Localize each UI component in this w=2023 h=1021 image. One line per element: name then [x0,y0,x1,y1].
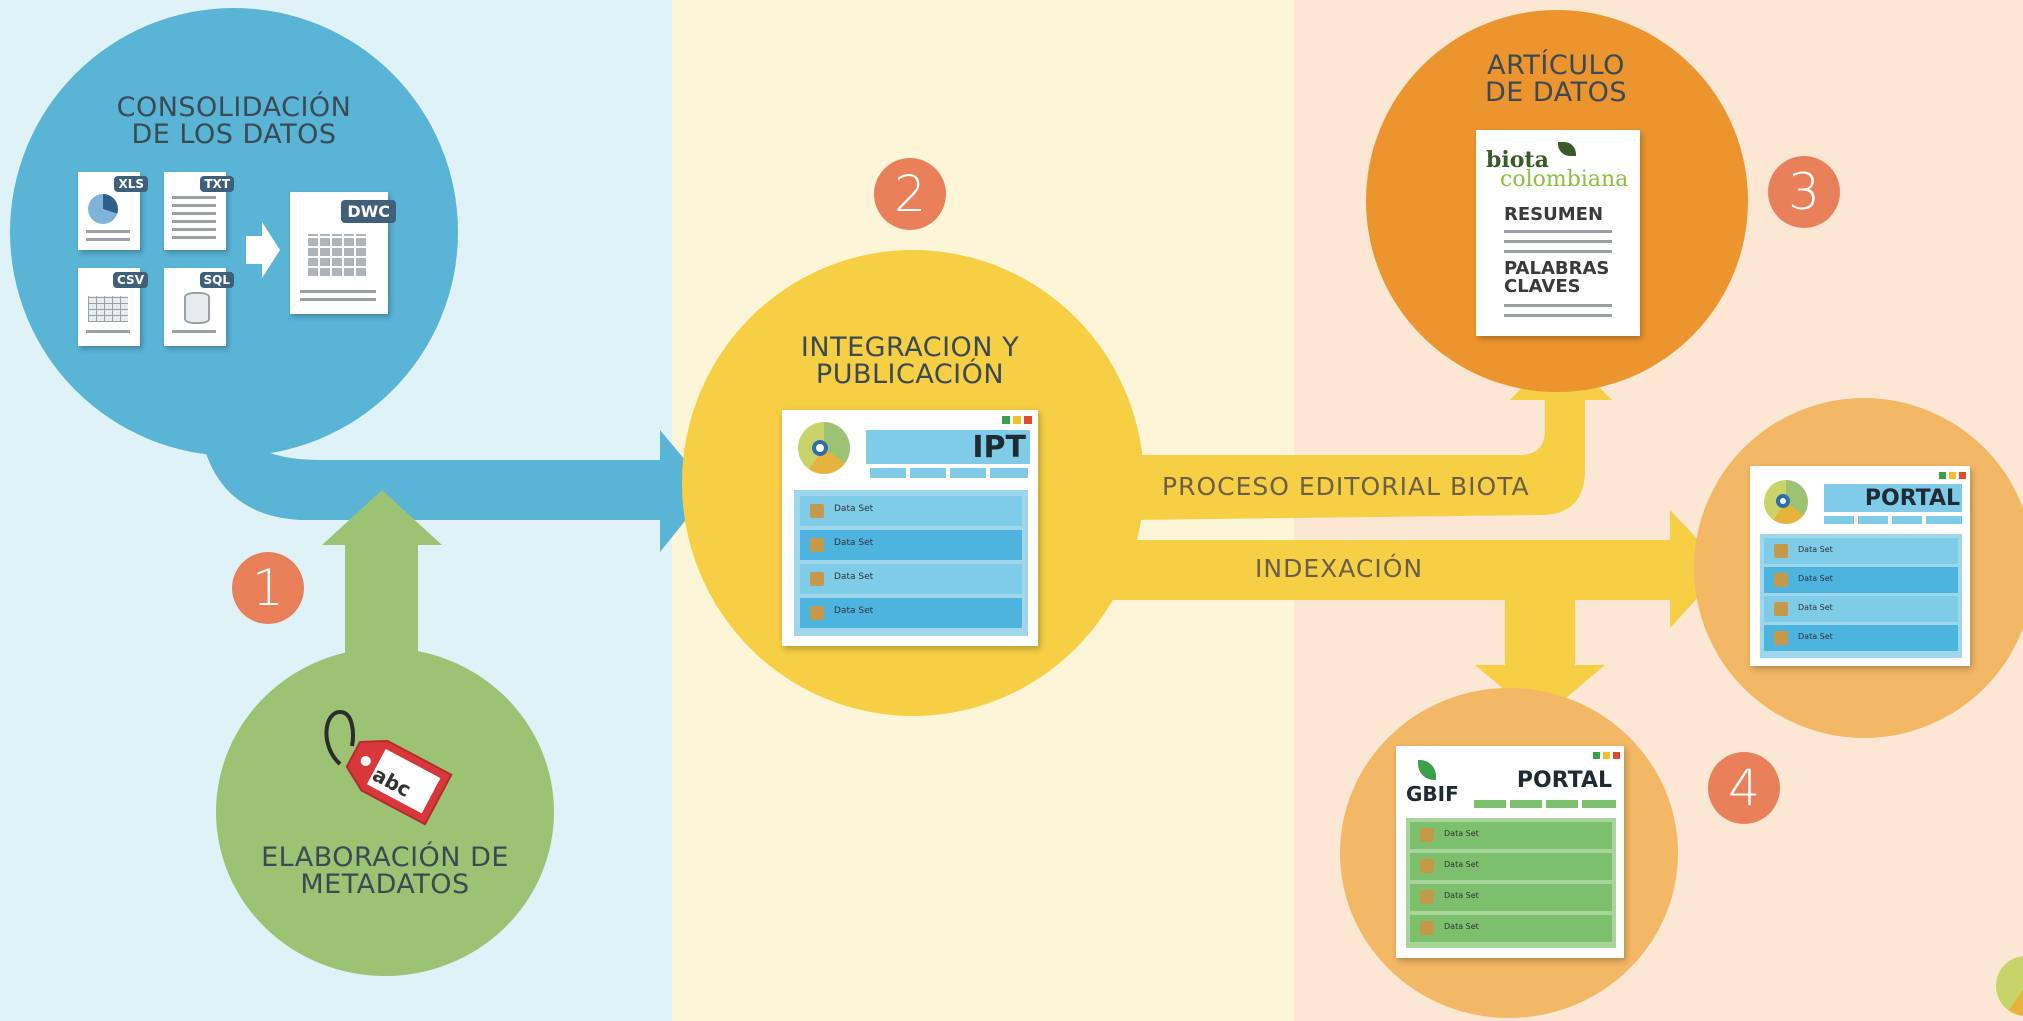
portal-window-title: PORTAL [1864,486,1960,511]
article-title: ARTÍCULO DE DATOS [1484,50,1627,108]
integration-title: INTEGRACION Y PUBLICACIÓN [800,332,1020,390]
dwc-file-icon: DWC [290,192,396,314]
pie-chart-icon [88,194,118,224]
gbif-logo: GBIF [1406,782,1459,806]
blue-flow-arrow [200,420,710,552]
sql-file-icon: SQL [164,268,234,346]
dataset-row: Data Set [800,530,1022,560]
dataset-row: Data Set [1764,625,1958,651]
consolidation-title: CONSOLIDACIÓN DE LOS DATOS [116,92,352,150]
portal-window: PORTAL Data Set Data Set Data Set Data S… [1750,466,1970,666]
dataset-row: Data Set [800,564,1022,594]
dataset-row: Data Set [1764,596,1958,622]
dataset-row: Data Set [800,496,1022,526]
database-icon [184,292,210,324]
step-number-2: 2 [874,158,946,230]
txt-file-icon: TXT [164,172,234,250]
dataset-row: Data Set [1410,853,1612,880]
dataset-row: Data Set [1764,567,1958,593]
csv-file-icon: CSV [78,268,148,346]
dataset-row: Data Set [1764,538,1958,564]
table-grid-icon [306,234,368,278]
convert-arrow-icon [246,222,280,278]
step-number-3: 3 [1768,156,1840,228]
dataset-row: Data Set [800,598,1022,628]
step-number-4: 4 [1708,752,1780,824]
green-flow-arrow [322,490,442,660]
gbif-window: GBIF PORTAL Data Set Data Set Data Set D… [1396,746,1624,958]
indexing-flow-label: INDEXACIÓN [1255,554,1424,583]
label-tag-icon [324,709,453,826]
dataset-row: Data Set [1410,915,1612,942]
gbif-window-title: PORTAL [1516,768,1612,793]
leaf-icon [1558,142,1576,156]
gbif-leaf-icon [1418,760,1436,780]
dataset-row: Data Set [1410,884,1612,911]
eye-icon [812,440,828,456]
indexing-flow-arrow [1110,510,1725,720]
editorial-flow-arrow [1130,348,1612,520]
biota-colombiana-logo: biota colombiana [1486,147,1629,192]
ipt-window: IPT Data Set Data Set Data Set Data Set [782,410,1038,646]
metadata-circle [216,648,554,976]
article-document: biota colombiana RESUMEN PALABRAS CLAVES [1476,130,1640,336]
keywords-heading: PALABRAS CLAVES [1504,258,1610,297]
metadata-title: ELABORACIÓN DE METADATOS [261,842,509,900]
grid-icon [88,296,128,322]
eye-icon [1776,494,1790,508]
ipt-window-title: IPT [972,430,1026,465]
step-number-1: 1 [232,552,304,624]
summary-heading: RESUMEN [1504,204,1604,225]
dataset-row: Data Set [1410,822,1612,849]
xls-file-icon: XLS [78,172,148,250]
editorial-flow-label: PROCESO EDITORIAL BIOTA [1162,472,1530,501]
